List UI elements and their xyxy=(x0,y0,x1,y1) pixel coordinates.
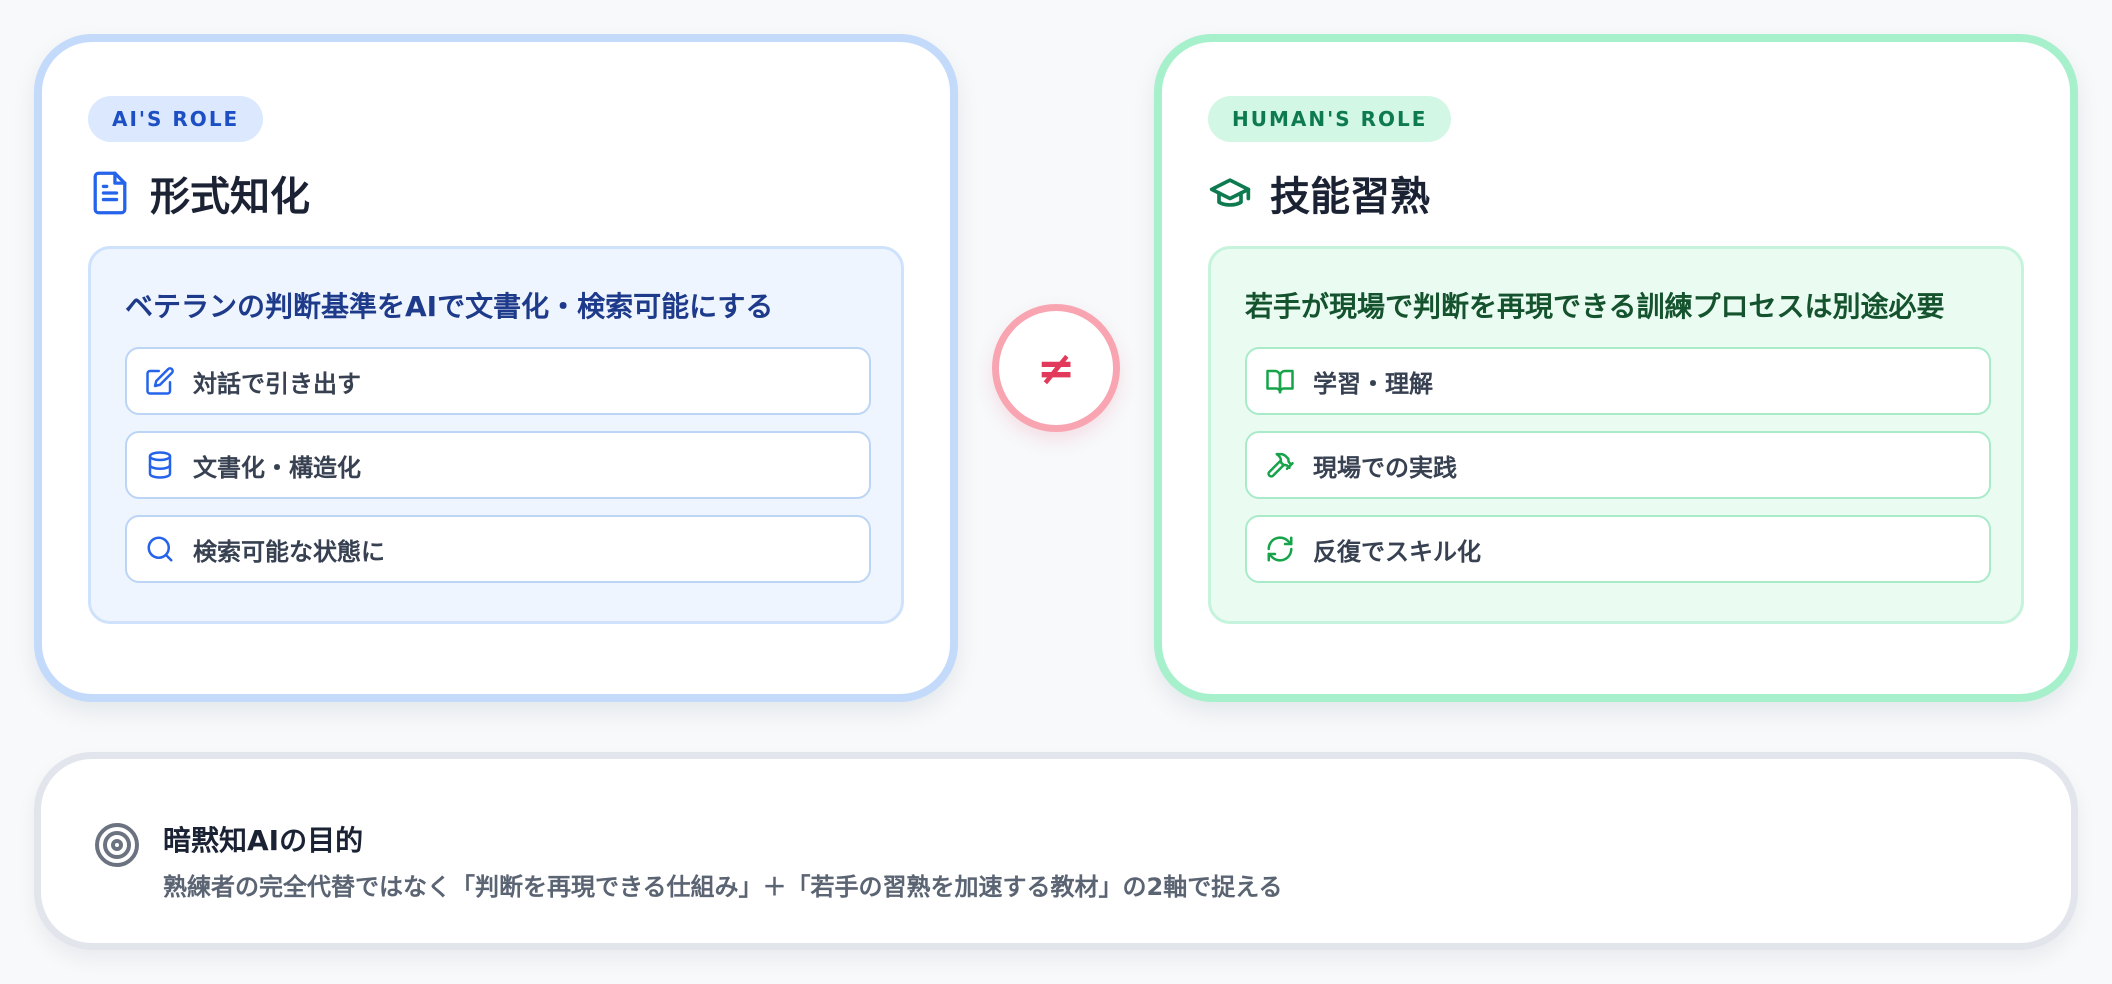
summary-card: 暗黙知AIの目的 熟練者の完全代替ではなく「判断を再現できる仕組み」＋「若手の習… xyxy=(34,752,2078,950)
summary-title: 暗黙知AIの目的 xyxy=(163,824,364,857)
human-card-title-text: 技能習熟 xyxy=(1270,174,1430,220)
human-role-badge: HUMAN'S ROLE xyxy=(1208,96,1452,142)
human-step-label: 現場での実践 xyxy=(1313,453,1457,482)
target-icon xyxy=(93,821,143,871)
database-icon xyxy=(143,448,177,482)
human-step-practice: 現場での実践 xyxy=(1245,431,1991,499)
human-role-card: HUMAN'S ROLE 技能習熟 若手が現場で判断を再現できる訓練プロセスは別… xyxy=(1154,34,2078,702)
ai-step-structure: 文書化・構造化 xyxy=(125,431,871,499)
refresh-icon xyxy=(1263,532,1297,566)
human-role-panel: 若手が現場で判断を再現できる訓練プロセスは別途必要 学習・理解 xyxy=(1208,246,2024,624)
ai-card-title: 形式知化 xyxy=(88,164,310,222)
human-card-title: 技能習熟 xyxy=(1208,164,1430,222)
human-step-learn: 学習・理解 xyxy=(1245,347,1991,415)
edit-icon xyxy=(143,364,177,398)
search-icon xyxy=(143,532,177,566)
ai-step-label: 文書化・構造化 xyxy=(193,453,361,482)
ai-step-label: 対話で引き出す xyxy=(193,369,361,398)
ai-panel-heading: ベテランの判断基準をAIで文書化・検索可能にする xyxy=(125,290,774,323)
human-panel-heading: 若手が現場で判断を再現できる訓練プロセスは別途必要 xyxy=(1245,290,1945,323)
ai-step-searchable: 検索可能な状態に xyxy=(125,515,871,583)
document-icon xyxy=(88,168,132,218)
summary-text: 熟練者の完全代替ではなく「判断を再現できる仕組み」＋「若手の習熟を加速する教材」… xyxy=(163,873,1283,901)
ai-step-label: 検索可能な状態に xyxy=(193,537,385,566)
ai-role-badge: AI'S ROLE xyxy=(88,96,264,142)
hammer-icon xyxy=(1263,448,1297,482)
book-icon xyxy=(1263,364,1297,398)
ai-step-extract: 対話で引き出す xyxy=(125,347,871,415)
human-step-label: 学習・理解 xyxy=(1313,369,1433,398)
ai-role-card: AI'S ROLE 形式知化 ベテランの判断基準をAIで文書化・検索可能にする xyxy=(34,34,958,702)
not-equal-badge: ≠ xyxy=(992,304,1120,432)
ai-role-panel: ベテランの判断基準をAIで文書化・検索可能にする 対話で引き出す xyxy=(88,246,904,624)
human-step-repeat: 反復でスキル化 xyxy=(1245,515,1991,583)
ai-card-title-text: 形式知化 xyxy=(150,174,310,220)
human-step-label: 反復でスキル化 xyxy=(1313,537,1481,566)
graduation-cap-icon xyxy=(1208,168,1252,218)
